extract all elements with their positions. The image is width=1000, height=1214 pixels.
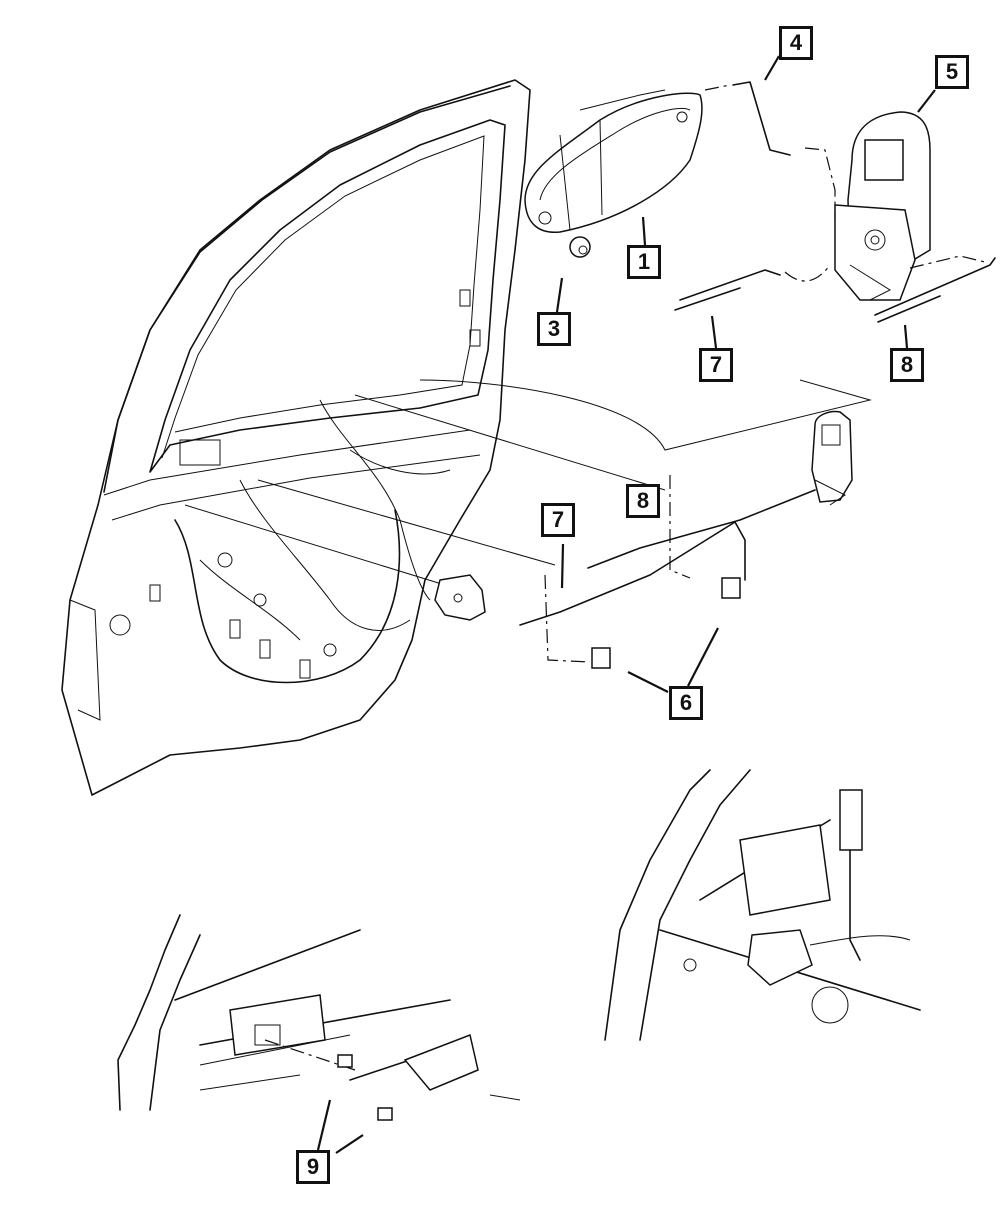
handle-grommet [569,236,591,258]
leader-lines [316,55,936,1154]
callout-8-lower[interactable]: 8 [626,484,660,518]
callout-1[interactable]: 1 [627,245,661,279]
exploded-centerlines [184,379,872,586]
handle-to-latch-rod [704,81,836,220]
inset-inside-handle [117,914,521,1121]
callout-6[interactable]: 6 [669,686,703,720]
link-rod-upper-7 [674,264,831,311]
callout-3[interactable]: 3 [537,312,571,346]
inset-latch-installed [604,769,921,1041]
callout-7-lower[interactable]: 7 [541,503,575,537]
callout-4[interactable]: 4 [779,26,813,60]
callout-8-upper[interactable]: 8 [890,348,924,382]
door-latch-bracket [434,574,486,621]
callout-5[interactable]: 5 [935,55,969,89]
callout-9[interactable]: 9 [296,1150,330,1184]
latch-assembly-middle [519,410,853,669]
outside-door-handle [524,89,703,233]
latch-actuator-upper [834,111,931,301]
link-rod-upper-8 [874,255,996,323]
callout-7-upper[interactable]: 7 [699,348,733,382]
door-inner-panel [61,79,531,796]
